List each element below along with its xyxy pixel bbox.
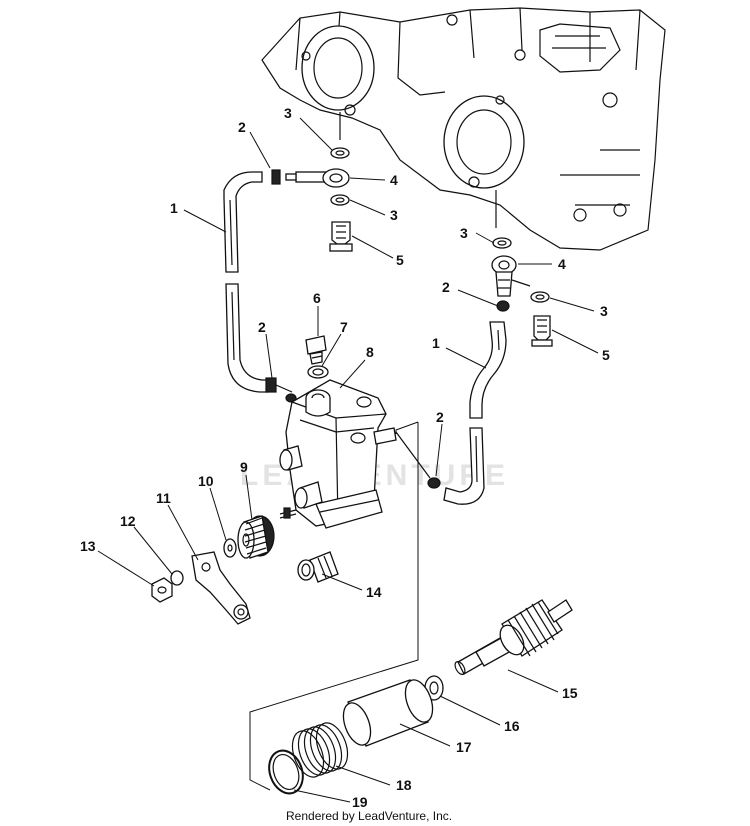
callout-1: 1	[432, 335, 440, 351]
spring-18	[291, 722, 349, 778]
clamp-right-top	[496, 300, 510, 312]
callout-8: 8	[366, 344, 374, 360]
washer-10	[223, 538, 237, 558]
callout-2: 2	[442, 279, 450, 295]
pump-driven-gear-15	[454, 599, 573, 675]
bushing-17	[342, 679, 434, 747]
callout-1: 1	[170, 200, 178, 216]
leader-lines	[97, 117, 599, 803]
callout-16: 16	[504, 718, 520, 734]
callout-14: 14	[366, 584, 382, 600]
callout-2: 2	[238, 119, 246, 135]
washer-7	[307, 365, 329, 379]
clamp-right-low	[427, 477, 441, 489]
banjo-fitting-right	[491, 255, 517, 275]
callouts: 1 2 3 4 3 5 3 4 2 3 5 6 7 8 2 1 2 9 10 1…	[80, 105, 610, 810]
callout-5: 5	[602, 347, 610, 363]
washer-left-top	[330, 147, 350, 159]
callout-15: 15	[562, 685, 578, 701]
callout-4: 4	[390, 172, 398, 188]
callout-13: 13	[80, 538, 96, 554]
callout-12: 12	[120, 513, 136, 529]
o-ring-19	[268, 749, 304, 795]
nut-13	[151, 577, 173, 603]
control-lever-11	[191, 551, 251, 625]
callout-3: 3	[460, 225, 468, 241]
oil-hose-right	[427, 321, 507, 505]
left-banjo-stack	[271, 147, 353, 252]
lock-washer-12	[170, 570, 184, 586]
callout-7: 7	[340, 319, 348, 335]
bleed-bolt-6	[305, 335, 329, 379]
assembly-bracket	[249, 421, 419, 791]
callout-17: 17	[456, 739, 472, 755]
callout-3: 3	[284, 105, 292, 121]
callout-3: 3	[600, 303, 608, 319]
banjo-bolt-left	[331, 221, 351, 245]
credit-line: Rendered by LeadVenture, Inc.	[286, 809, 452, 823]
banjo-stem-left	[295, 171, 327, 183]
callout-9: 9	[240, 459, 248, 475]
clamp-left-top	[271, 169, 281, 185]
clamp-left-low	[265, 377, 277, 393]
callout-10: 10	[198, 473, 214, 489]
callout-4: 4	[558, 256, 566, 272]
callout-18: 18	[396, 777, 412, 793]
callout-19: 19	[352, 794, 368, 810]
oil-pump-body	[279, 379, 431, 529]
callout-2: 2	[436, 409, 444, 425]
callout-2: 2	[258, 319, 266, 335]
oil-hose-left	[223, 171, 297, 403]
drive-gear-9	[237, 515, 275, 559]
callout-6: 6	[313, 290, 321, 306]
engine-crankcase	[261, 7, 666, 251]
callout-3: 3	[390, 207, 398, 223]
banjo-fitting-left	[322, 168, 350, 188]
callout-5: 5	[396, 252, 404, 268]
screw-14	[297, 551, 339, 583]
callout-11: 11	[156, 490, 171, 506]
